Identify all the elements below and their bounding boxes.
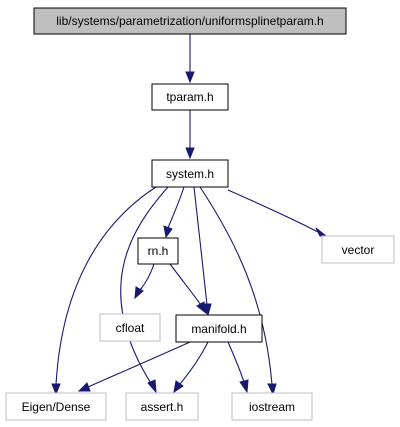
arrowhead-icon xyxy=(267,383,277,396)
node-box xyxy=(137,237,179,265)
arrowhead-icon xyxy=(239,379,249,394)
edge-system-to-iostream xyxy=(199,186,273,386)
node-label: vector xyxy=(342,243,375,257)
node-box xyxy=(99,313,161,342)
edge-system-to-manifold xyxy=(193,186,208,306)
node-box xyxy=(231,392,313,421)
node-box xyxy=(175,314,263,343)
node-label: rn.h xyxy=(148,244,169,258)
edge-system-to-rn xyxy=(167,186,185,229)
node-label: manifold.h xyxy=(191,322,246,336)
nodes-layer: lib/systems/parametrization/uniformsplin… xyxy=(5,7,395,421)
node-vector[interactable]: vector xyxy=(321,235,395,264)
node-box xyxy=(151,159,229,188)
arrowhead-icon xyxy=(196,301,207,315)
node-box xyxy=(151,83,229,111)
arrowhead-icon xyxy=(315,227,328,237)
node-label: iostream xyxy=(249,400,295,414)
node-box xyxy=(125,392,199,421)
edge-rn-to-manifold xyxy=(169,263,202,306)
node-rn[interactable]: rn.h xyxy=(137,237,179,265)
edges-layer xyxy=(51,34,328,396)
node-label: assert.h xyxy=(141,400,184,414)
node-uniformsplinetparam[interactable]: lib/systems/parametrization/uniformsplin… xyxy=(33,7,347,35)
node-assert[interactable]: assert.h xyxy=(125,392,199,421)
node-box xyxy=(33,7,347,35)
node-label: tparam.h xyxy=(166,90,213,104)
arrowhead-icon xyxy=(185,71,195,84)
arrowhead-icon xyxy=(163,225,173,239)
node-label: lib/systems/parametrization/uniformsplin… xyxy=(56,14,323,28)
edge-system-to-vector xyxy=(227,189,319,233)
edge-rn-to-cfloat xyxy=(139,263,155,291)
arrowhead-icon xyxy=(77,382,91,392)
arrowhead-icon xyxy=(51,383,61,396)
node-manifold[interactable]: manifold.h xyxy=(175,314,263,343)
edge-system-to-eigen xyxy=(55,186,157,386)
edge-manifold-to-eigen xyxy=(87,341,191,388)
edge-system-to-assert xyxy=(120,186,169,386)
node-iostream[interactable]: iostream xyxy=(231,392,313,421)
node-label: cfloat xyxy=(116,321,145,335)
node-eigen-dense[interactable]: Eigen/Dense xyxy=(5,392,107,421)
arrowhead-icon xyxy=(134,286,144,300)
node-tparam[interactable]: tparam.h xyxy=(151,83,229,111)
node-cfloat[interactable]: cfloat xyxy=(99,313,161,342)
arrowhead-icon xyxy=(173,380,184,394)
arrowhead-icon xyxy=(147,379,157,394)
edge-manifold-to-iostream xyxy=(227,341,245,383)
node-label: system.h xyxy=(166,167,214,181)
edge-manifold-to-assert xyxy=(179,341,209,385)
node-box xyxy=(321,235,395,264)
node-box xyxy=(5,392,107,421)
arrowhead-icon xyxy=(185,147,195,160)
node-label: Eigen/Dense xyxy=(22,400,91,414)
node-system[interactable]: system.h xyxy=(151,159,229,188)
